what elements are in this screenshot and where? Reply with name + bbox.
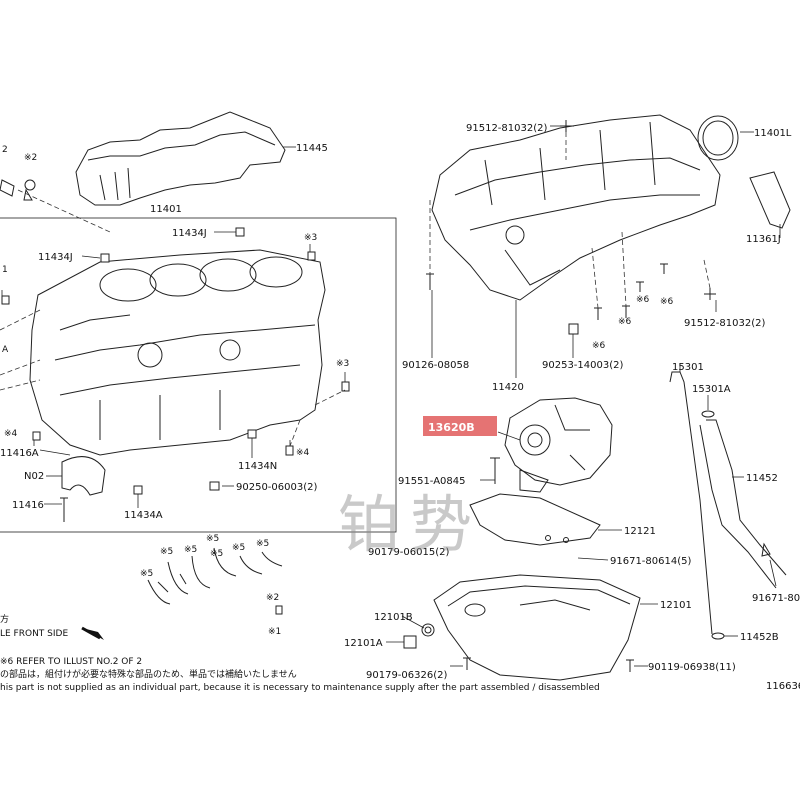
svg-text:A: A <box>2 345 9 355</box>
label-12101B[interactable]: 12101B <box>374 612 413 623</box>
part-number-13620B[interactable]: 13620B <box>428 421 475 434</box>
svg-text:※1: ※1 <box>268 627 281 637</box>
leader-lines-dipstick <box>679 364 777 637</box>
label-11401[interactable]: 11401 <box>150 204 182 215</box>
stud-bolts <box>1 227 350 495</box>
label-11445[interactable]: 11445 <box>296 143 328 154</box>
label-11361J[interactable]: 11361J <box>746 234 781 245</box>
svg-text:※6: ※6 <box>592 341 606 351</box>
bolt-11416 <box>60 497 68 522</box>
oil-pump-13620B <box>504 397 613 493</box>
footnotes: 方 LE FRONT SIDE ※6 REFER TO ILLUST NO.2 … <box>0 613 600 693</box>
label-90179-b[interactable]: 90179-06326(2) <box>366 670 447 681</box>
label-90179-a[interactable]: 90179-06015(2) <box>368 547 449 558</box>
label-11434J-b[interactable]: 11434J <box>38 252 73 263</box>
dashed-guides-right <box>429 132 711 309</box>
label-90253[interactable]: 90253-14003(2) <box>542 360 623 371</box>
svg-text:※5: ※5 <box>160 547 173 557</box>
svg-text:※6: ※6 <box>660 297 674 307</box>
label-91512-a[interactable]: 91512-81032(2) <box>466 123 547 134</box>
label-15301[interactable]: 15301 <box>672 362 704 373</box>
svg-text:※5: ※5 <box>140 569 153 579</box>
svg-text:1: 1 <box>2 265 8 275</box>
gasket-12101A <box>403 635 417 649</box>
dipstick-15301 <box>669 371 713 635</box>
label-11416[interactable]: 11416 <box>12 500 44 511</box>
svg-text:※3: ※3 <box>304 233 317 243</box>
leader-lines-top-right <box>431 125 781 378</box>
svg-text:2: 2 <box>2 145 8 155</box>
label-11401L[interactable]: 11401L <box>754 128 792 139</box>
highlight-box <box>423 416 497 436</box>
cylinder-block-11401 <box>29 249 326 456</box>
small-parts-top-left <box>0 179 36 201</box>
svg-text:※2: ※2 <box>24 153 37 163</box>
note-front-side: LE FRONT SIDE <box>0 629 68 639</box>
drain-plug-12101B <box>421 623 435 637</box>
bolt-90179 <box>463 657 471 670</box>
svg-text:※5: ※5 <box>206 534 219 544</box>
label-90126[interactable]: 90126-08058 <box>402 360 469 371</box>
svg-text:※4: ※4 <box>4 429 18 439</box>
label-11416A[interactable]: 11416A <box>0 448 39 459</box>
note-side-jp: 方 <box>0 613 9 625</box>
label-15301A[interactable]: 15301A <box>692 384 731 395</box>
note-jp: の部品は，組付けが必要な特殊な部品のため、単品では補給いたしません <box>0 668 297 680</box>
svg-text:※6: ※6 <box>618 317 632 327</box>
label-12101A[interactable]: 12101A <box>344 638 383 649</box>
leader-lines-left <box>1 231 346 508</box>
bearing-inserts <box>147 547 283 615</box>
note-refer: ※6 REFER TO ILLUST NO.2 OF 2 <box>0 657 142 667</box>
label-91512-b[interactable]: 91512-81032(2) <box>684 318 765 329</box>
label-11452[interactable]: 11452 <box>746 473 778 484</box>
oil-pan-12101 <box>433 574 641 681</box>
label-91671-a[interactable]: 91671-80614(5) <box>610 556 691 567</box>
asterisk-markers: 2 ※2 1 A ※3 ※3 ※4 ※4 ※2 ※1 ※5 ※5 ※5 ※5 ※… <box>2 145 674 637</box>
svg-text:※5: ※5 <box>210 549 223 559</box>
svg-text:※6: ※6 <box>636 295 650 305</box>
baffle-plate-12121 <box>469 493 601 546</box>
svg-text:※5: ※5 <box>184 545 197 555</box>
bolts-top-right <box>426 120 716 335</box>
label-11420[interactable]: 11420 <box>492 382 524 393</box>
label-N02[interactable]: N02 <box>24 471 44 482</box>
svg-text:※4: ※4 <box>296 448 310 458</box>
svg-text:※5: ※5 <box>256 539 269 549</box>
part-labels: 11445 11401 11434J 11434J 11416A N02 114… <box>0 123 800 692</box>
label-90250[interactable]: 90250-06003(2) <box>236 482 317 493</box>
cover-11361J <box>749 171 791 229</box>
label-11434A[interactable]: 11434A <box>124 510 163 521</box>
note-en: his part is not supplied as an individua… <box>0 683 600 693</box>
svg-text:铂: 铂 <box>338 488 400 561</box>
label-12121[interactable]: 12121 <box>624 526 656 537</box>
cylinder-block-frame <box>0 217 397 533</box>
label-11434N[interactable]: 11434N <box>238 461 277 472</box>
label-12101[interactable]: 12101 <box>660 600 692 611</box>
svg-text:※3: ※3 <box>336 359 349 369</box>
dashed-guides-left <box>0 309 346 447</box>
svg-text:※5: ※5 <box>232 543 245 553</box>
label-90119[interactable]: 90119-06938(11) <box>648 662 736 673</box>
figure-number: 116636 <box>766 681 800 692</box>
block-cover-11445 <box>75 111 286 206</box>
label-11434J-a[interactable]: 11434J <box>172 228 207 239</box>
bearing-cap <box>61 456 106 496</box>
oil-pan-upper-11420 <box>431 114 721 301</box>
bolt-90119 <box>626 659 634 672</box>
label-91671-b[interactable]: 91671-80614 <box>752 593 800 604</box>
label-11452B[interactable]: 11452B <box>740 632 779 643</box>
oil-seal-11401L <box>697 115 739 161</box>
watermark: 铂 势 <box>338 488 472 561</box>
svg-text:※2: ※2 <box>266 593 279 603</box>
dipstick-guide-11452 <box>699 410 787 640</box>
label-91551[interactable]: 91551-A0845 <box>398 476 466 487</box>
svg-text:势: 势 <box>410 488 472 561</box>
